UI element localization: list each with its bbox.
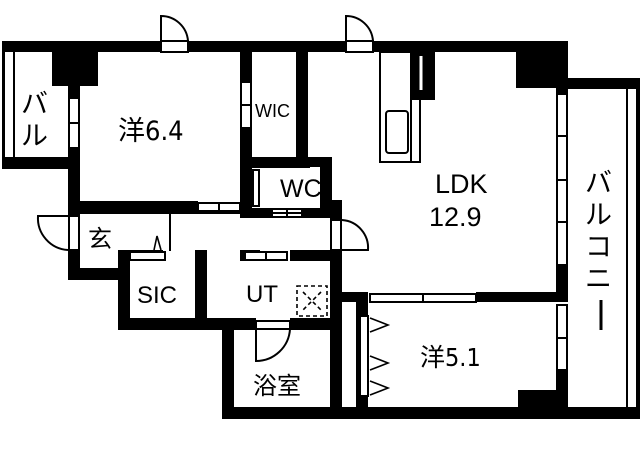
label-balcony-right-3: コ <box>585 232 612 263</box>
label-entrance: 玄 <box>88 225 112 253</box>
label-sic: SIC <box>137 282 177 309</box>
door-entrance <box>36 215 69 251</box>
label-ldk-name: LDK <box>435 169 488 199</box>
label-wc: WC <box>280 175 322 203</box>
label-balcony-right-2: ル <box>585 200 612 231</box>
label-bathroom: 浴室 <box>253 372 301 400</box>
label-western-room-1: 洋6.4 <box>118 116 184 147</box>
label-balcony-left-2: ル <box>21 121 48 152</box>
label-balcony-right-4: ニ <box>585 264 612 295</box>
door-ldk-top <box>345 14 374 53</box>
door-bathroom <box>255 328 291 363</box>
thin-lines <box>13 51 628 407</box>
door-western-room-1 <box>160 14 189 53</box>
label-western-room-2: 洋5.1 <box>420 343 481 372</box>
label-ldk-size: 12.9 <box>429 202 482 232</box>
room-labels: バ ル 洋6.4 WIC WC LDK 12.9 玄 SIC UT 浴室 洋5.… <box>21 89 612 400</box>
label-balcony-right-1: バ <box>585 168 612 199</box>
doors <box>36 14 391 396</box>
label-ut: UT <box>246 281 278 308</box>
label-balcony-left-1: バ <box>21 89 48 120</box>
label-wic: WIC <box>255 101 290 121</box>
door-corridor-ldk <box>341 219 370 251</box>
